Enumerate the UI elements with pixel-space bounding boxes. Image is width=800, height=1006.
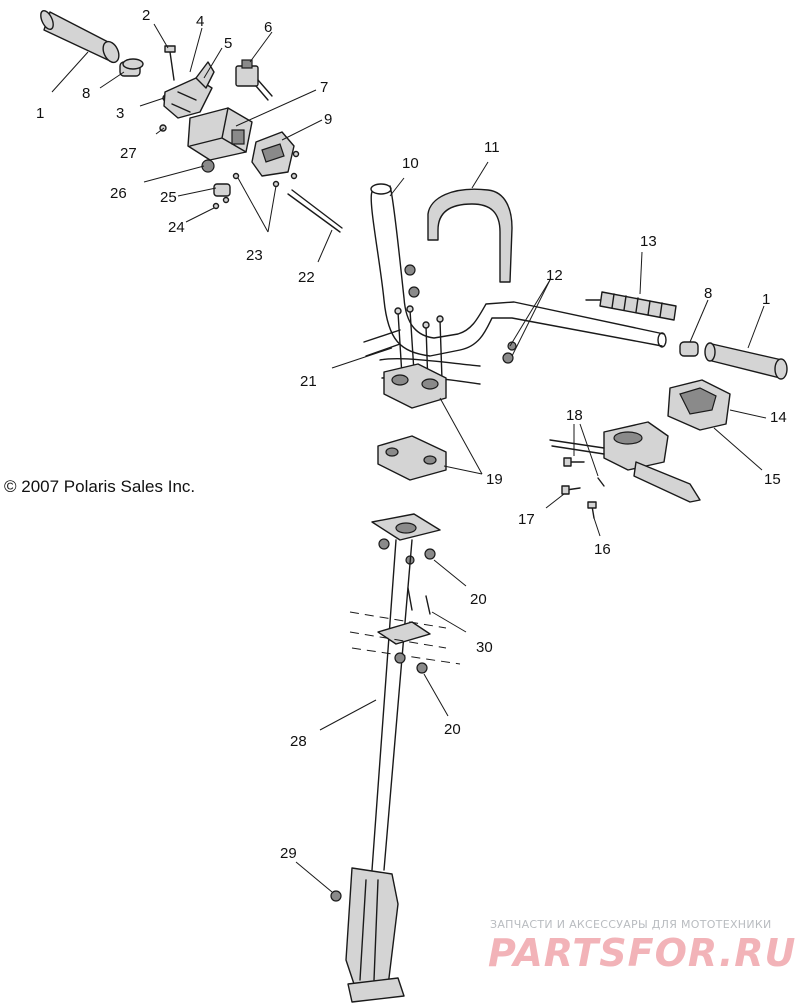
handlebar-part-10 xyxy=(363,183,667,385)
screw-part-24a xyxy=(212,202,220,210)
nut-part-20e xyxy=(416,662,428,674)
callout-1-left: 1 xyxy=(36,105,44,122)
callout-12: 12 xyxy=(546,267,563,284)
steering-top-plate-part xyxy=(371,513,441,541)
watermark-tagline: ЗАПЧАСТИ И АКСЕССУАРЫ ДЛЯ МОТОТЕХНИКИ xyxy=(490,918,772,931)
leader-lines xyxy=(51,23,767,893)
callout-16: 16 xyxy=(594,541,611,558)
steering-lower-bracket-part xyxy=(345,867,405,1003)
screw-part-23b xyxy=(290,172,298,180)
switch-housing-part-7 xyxy=(187,107,253,161)
callout-8-left: 8 xyxy=(82,85,90,102)
screw-part-2 xyxy=(164,45,176,81)
callout-20-upper: 20 xyxy=(470,591,487,608)
callout-26: 26 xyxy=(110,185,127,202)
screw-part-24b xyxy=(222,196,230,204)
lower-clamp-part-19 xyxy=(377,435,447,481)
crossbar-pad-part-11 xyxy=(427,188,513,283)
right-grip-part xyxy=(704,342,788,380)
callout-11: 11 xyxy=(484,139,500,156)
callout-1-right: 1 xyxy=(762,291,770,308)
callout-23: 23 xyxy=(246,247,263,264)
bolt-part-30a xyxy=(407,587,413,611)
clip-part-25 xyxy=(213,183,231,197)
callout-18: 18 xyxy=(566,407,583,424)
switch-part-9 xyxy=(251,131,295,177)
callout-25: 25 xyxy=(160,189,177,206)
throttle-housing-part xyxy=(163,61,215,119)
nut-part-20a xyxy=(378,538,390,550)
upper-clamp-part-19 xyxy=(383,363,447,409)
cable-part-22 xyxy=(287,189,343,233)
callout-19: 19 xyxy=(486,471,503,488)
nut-part-12a xyxy=(502,352,514,364)
bolt-part-16 xyxy=(587,501,597,519)
mount-plane-line-1 xyxy=(349,611,447,629)
callout-4: 4 xyxy=(196,13,204,30)
end-plug-part-left xyxy=(119,58,144,77)
callout-13: 13 xyxy=(640,233,657,250)
mount-plane-line-3 xyxy=(351,647,461,665)
left-grip-part xyxy=(40,9,120,64)
brake-master-part-15 xyxy=(549,421,701,503)
callout-29: 29 xyxy=(280,845,297,862)
callout-8-right: 8 xyxy=(704,285,712,302)
nut-part-29 xyxy=(330,890,342,902)
callout-9: 9 xyxy=(324,111,332,128)
nut-part-20d xyxy=(394,652,406,664)
watermark-brand: PARTSFOR.RU xyxy=(488,931,796,975)
right-housing-part-14 xyxy=(667,379,731,431)
nut-part-top-clamp xyxy=(408,286,420,298)
copyright-text: © 2007 Polaris Sales Inc. xyxy=(4,477,195,496)
nut-part-26 xyxy=(201,159,215,173)
screw-part-23a xyxy=(292,150,300,158)
end-plug-part-right xyxy=(679,341,699,357)
callout-5: 5 xyxy=(224,35,232,52)
callout-7: 7 xyxy=(320,79,328,96)
callout-27: 27 xyxy=(120,145,137,162)
callout-20-lower: 20 xyxy=(444,721,461,738)
callout-15: 15 xyxy=(764,471,781,488)
callout-24: 24 xyxy=(168,219,185,236)
callout-21: 21 xyxy=(300,373,317,390)
screw-part-23d xyxy=(232,172,240,180)
callout-3: 3 xyxy=(116,105,124,122)
callout-2: 2 xyxy=(142,7,150,24)
nut-part-top-clamp-2 xyxy=(404,264,416,276)
callout-22: 22 xyxy=(298,269,315,286)
bolt-part-17 xyxy=(561,485,581,495)
callout-6: 6 xyxy=(264,19,272,36)
bolt-part-30b xyxy=(425,595,431,615)
bolt-part-18 xyxy=(563,457,605,487)
screw-part-23c xyxy=(272,180,280,188)
nut-part-20b xyxy=(424,548,436,560)
callout-28: 28 xyxy=(290,733,307,750)
connector-part-6 xyxy=(235,59,273,101)
callout-10: 10 xyxy=(402,155,419,172)
callout-14: 14 xyxy=(770,409,787,426)
steering-post-part-28 xyxy=(371,539,431,871)
callout-17: 17 xyxy=(518,511,535,528)
callout-30: 30 xyxy=(476,639,493,656)
mount-plane-line-2 xyxy=(349,631,447,649)
grip-tube-part-13 xyxy=(585,291,677,321)
